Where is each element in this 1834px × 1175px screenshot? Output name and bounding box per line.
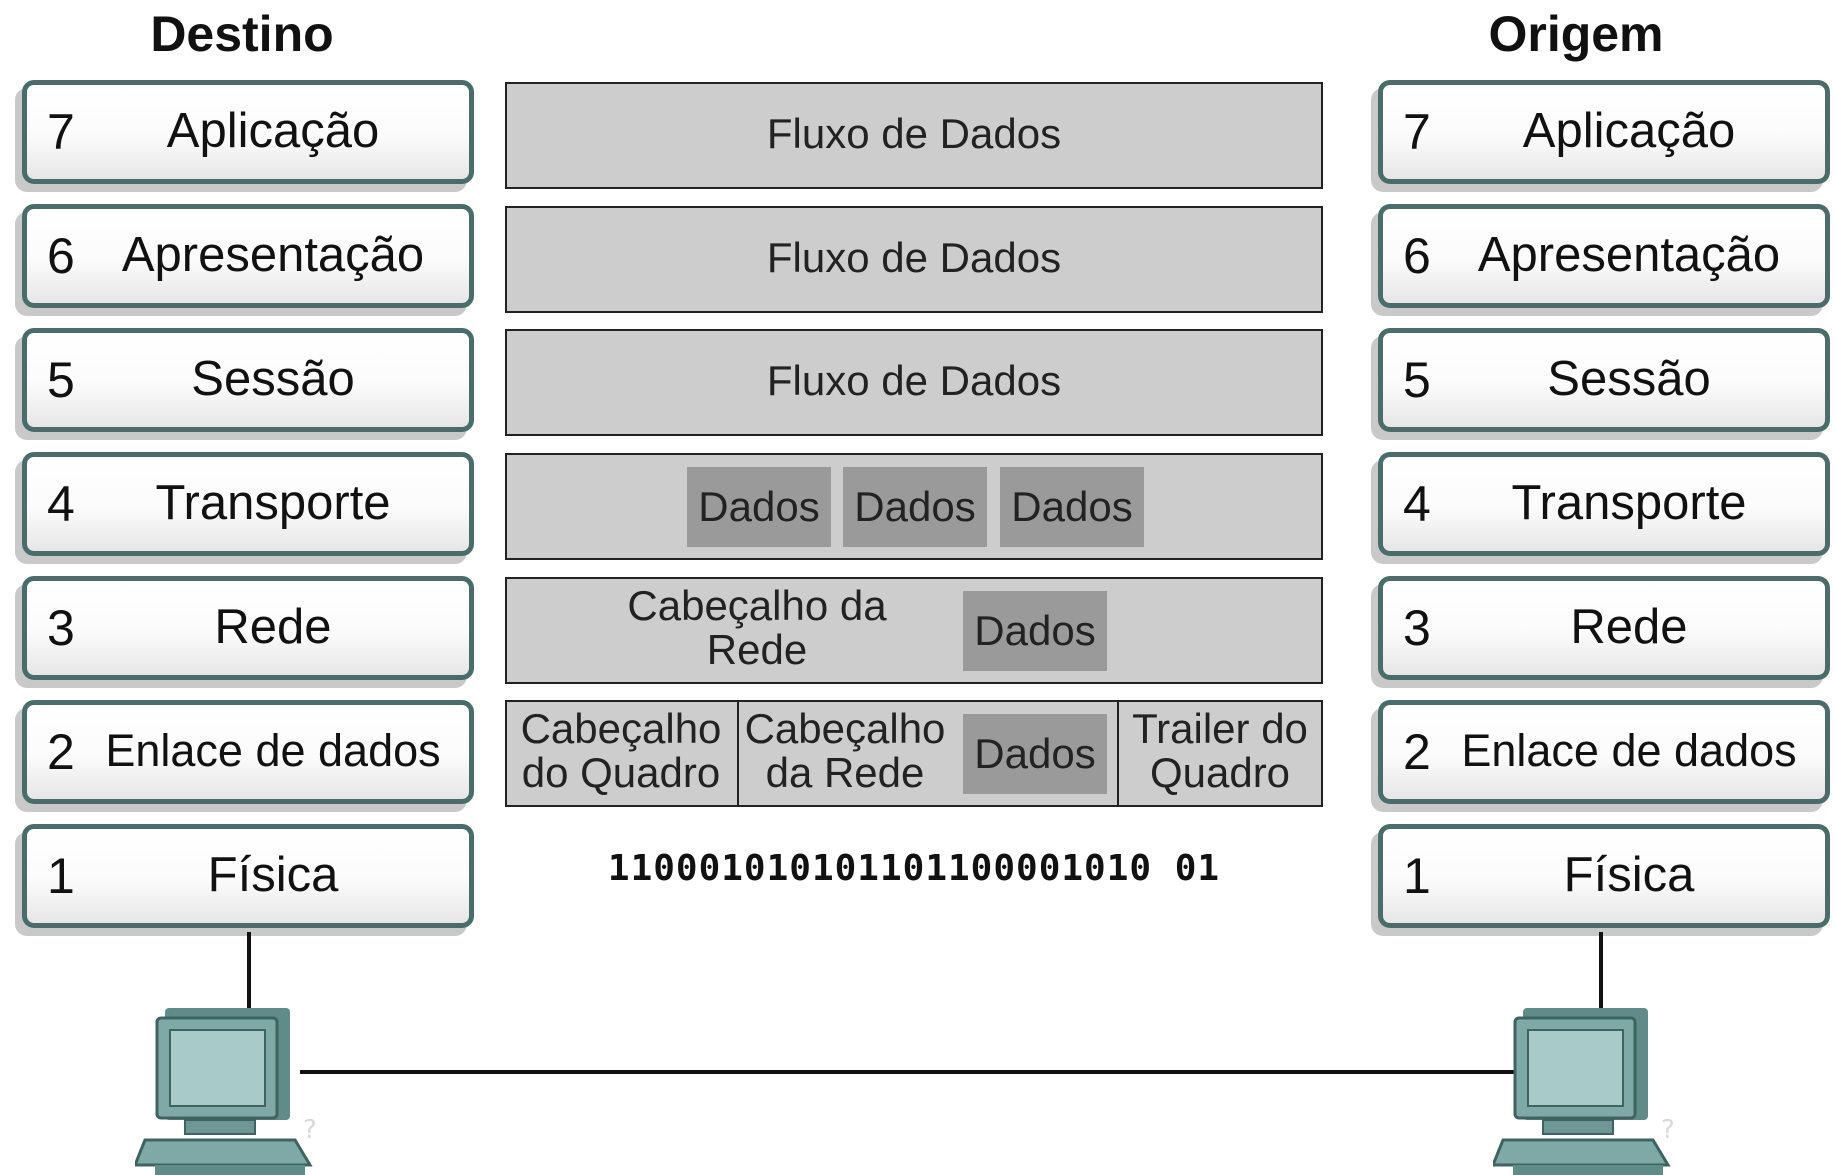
- layer-number: 7: [1403, 104, 1431, 160]
- frame-data-chip: Dados: [963, 714, 1107, 794]
- layer-name: Física: [207, 848, 339, 902]
- layer-name: Enlace de dados: [105, 725, 441, 776]
- network-data-chip: Dados: [963, 591, 1107, 671]
- frame-divider: [737, 702, 739, 805]
- data-flow-box-presentation: Fluxo de Dados: [505, 206, 1323, 313]
- origin-layer-4: 4 Transporte: [1378, 452, 1830, 556]
- layer-name: Apresentação: [1477, 228, 1781, 282]
- physical-bit-stream: 110001010101101100001010 01: [607, 848, 1221, 889]
- origin-drop-cable: [1599, 932, 1603, 1012]
- layer-number: 5: [47, 352, 75, 408]
- layer-name: Aplicação: [166, 104, 380, 158]
- destination-layer-4: 4 Transporte: [22, 452, 474, 556]
- layer-number: 1: [47, 848, 75, 904]
- origin-layer-3: 3 Rede: [1378, 576, 1830, 680]
- layer-number: 3: [47, 600, 75, 656]
- segment-data-chip: Dados: [843, 467, 987, 547]
- data-flow-box-session: Fluxo de Dados: [505, 329, 1323, 436]
- frame-header-label: Cabeçalho do Quadro: [520, 705, 722, 796]
- layer-name: Sessão: [191, 352, 355, 406]
- frame-divider: [1117, 702, 1119, 805]
- data-flow-box-application: Fluxo de Dados: [505, 82, 1323, 189]
- destination-drop-cable: [247, 932, 251, 1012]
- layer-name: Transporte: [155, 476, 391, 530]
- frame-box-datalink: Cabeçalho do Quadro Cabeçalho da Rede Da…: [505, 700, 1323, 807]
- layer-name: Aplicação: [1522, 104, 1736, 158]
- layer-name: Sessão: [1547, 352, 1711, 406]
- layer-number: 4: [1403, 476, 1431, 532]
- destination-heading: Destino: [150, 6, 334, 62]
- origin-layer-6: 6 Apresentação: [1378, 204, 1830, 308]
- segment-data-chip: Dados: [687, 467, 831, 547]
- layer-number: 6: [1403, 228, 1431, 284]
- origin-layer-1: 1 Física: [1378, 824, 1830, 928]
- frame-network-header-label: Cabeçalho da Rede: [744, 705, 946, 796]
- layer-number: 2: [47, 724, 75, 780]
- destination-layer-6: 6 Apresentação: [22, 204, 474, 308]
- layer-name: Rede: [214, 600, 332, 654]
- segment-data-chip: Dados: [1000, 467, 1144, 547]
- layer-number: 1: [1403, 848, 1431, 904]
- network-header-label: Cabeçalho da Rede: [627, 582, 887, 673]
- origin-layer-2: 2 Enlace de dados: [1378, 700, 1830, 804]
- destination-layer-5: 5 Sessão: [22, 328, 474, 432]
- frame-trailer-label: Trailer do Quadro: [1132, 705, 1308, 796]
- layer-name: Rede: [1570, 600, 1688, 654]
- destination-layer-2: 2 Enlace de dados: [22, 700, 474, 804]
- destination-computer-icon: ?: [135, 1008, 317, 1175]
- layer-name: Apresentação: [121, 228, 425, 282]
- layer-number: 5: [1403, 352, 1431, 408]
- svg-text:?: ?: [1661, 1115, 1675, 1145]
- destination-layer-3: 3 Rede: [22, 576, 474, 680]
- layer-name: Física: [1563, 848, 1695, 902]
- layer-number: 2: [1403, 724, 1431, 780]
- layer-number: 7: [47, 104, 75, 160]
- layer-name: Transporte: [1511, 476, 1747, 530]
- layer-number: 6: [47, 228, 75, 284]
- origin-heading: Origem: [1488, 6, 1664, 62]
- layer-number: 3: [1403, 600, 1431, 656]
- origin-computer-icon: ?: [1493, 1008, 1675, 1175]
- segments-box-transport: Dados Dados Dados: [505, 453, 1323, 560]
- destination-layer-7: 7 Aplicação: [22, 80, 474, 184]
- layer-name: Enlace de dados: [1461, 725, 1797, 776]
- data-flow-label: Fluxo de Dados: [766, 234, 1062, 281]
- layer-number: 4: [47, 476, 75, 532]
- destination-layer-1: 1 Física: [22, 824, 474, 928]
- data-flow-label: Fluxo de Dados: [766, 110, 1062, 157]
- packet-box-network: Cabeçalho da Rede Dados: [505, 577, 1323, 684]
- origin-layer-7: 7 Aplicação: [1378, 80, 1830, 184]
- origin-layer-5: 5 Sessão: [1378, 328, 1830, 432]
- data-flow-label: Fluxo de Dados: [766, 357, 1062, 404]
- svg-text:?: ?: [303, 1115, 317, 1145]
- network-link-cable: [300, 1070, 1550, 1074]
